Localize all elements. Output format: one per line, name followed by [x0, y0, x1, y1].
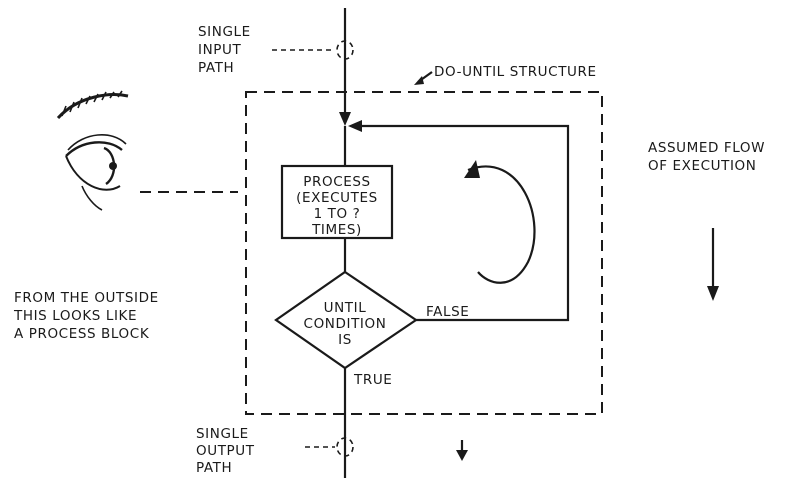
single-input-line-2: INPUT: [198, 42, 242, 58]
single-input-line-3: PATH: [198, 60, 234, 76]
outside-note-line-3: A PROCESS BLOCK: [14, 326, 150, 342]
do-until-boundary: [245, 91, 603, 415]
true-label: TRUE: [353, 372, 392, 388]
outside-note-line-1: FROM THE OUTSIDE: [14, 290, 159, 306]
output-path-marker: [336, 437, 354, 457]
condition-line-1: UNTIL: [324, 300, 367, 316]
input-arrowhead: [339, 112, 351, 126]
false-label: FALSE: [426, 304, 469, 320]
outside-note-line-2: THIS LOOKS LIKE: [13, 308, 137, 324]
input-path-marker: [336, 40, 354, 60]
single-output-line-3: PATH: [196, 460, 232, 476]
loop-arrow-icon: [464, 160, 536, 284]
process-line-4: TIMES): [311, 222, 362, 238]
condition-line-3: IS: [338, 332, 352, 348]
assumed-flow-line-2: OF EXECUTION: [648, 158, 756, 174]
structure-title-arrow: [414, 76, 424, 85]
single-input-line-1: SINGLE: [198, 24, 251, 40]
structure-title: DO-UNTIL STRUCTURE: [434, 64, 597, 80]
process-line-3: 1 TO ?: [314, 206, 361, 222]
assumed-flow-line-1: ASSUMED FLOW: [648, 140, 765, 156]
false-loop-arrowhead: [348, 120, 362, 132]
process-line-2: (EXECUTES: [296, 190, 378, 206]
false-loop-path: [352, 124, 570, 322]
process-box: [280, 164, 394, 240]
process-line-1: PROCESS: [303, 174, 370, 190]
down-arrow-icon: [707, 228, 719, 301]
output-small-arrowhead: [456, 450, 468, 461]
single-output-line-2: OUTPUT: [196, 443, 255, 459]
eye-icon: [56, 90, 129, 211]
single-output-line-1: SINGLE: [196, 426, 249, 442]
condition-line-2: CONDITION: [304, 316, 387, 332]
